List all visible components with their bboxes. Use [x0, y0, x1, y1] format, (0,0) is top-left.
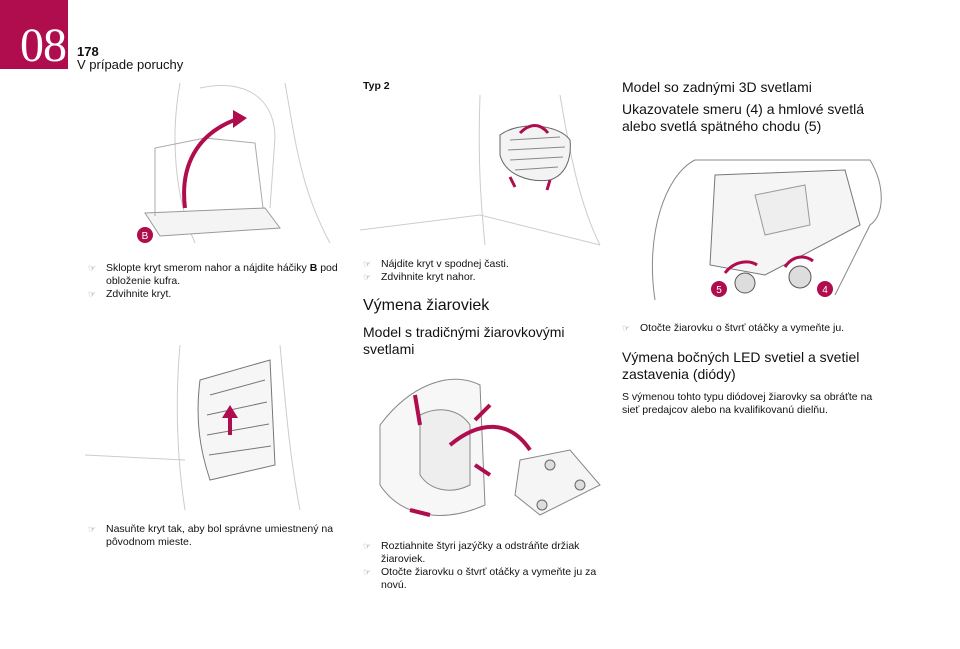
bulb-holder-illustration [379, 378, 601, 517]
page-title: V prípade poruchy [77, 57, 184, 72]
page-number: 178 [77, 44, 99, 59]
bullet: Nájdite kryt v spodnej časti. [363, 258, 613, 271]
section-heading: Výmena žiaroviek [363, 297, 490, 314]
lower-cover-illustration [360, 95, 601, 246]
section-heading: Model so zadnými 3D svetlami [622, 79, 812, 95]
instructions-2: Nasuňte kryt tak, aby bol správne umiest… [88, 523, 348, 549]
section-heading-led: Výmena bočných LED svetiel a svetiel zas… [622, 349, 860, 382]
trunk-cover-illustration: B [137, 82, 331, 244]
svg-text:B: B [142, 231, 149, 242]
svg-text:4: 4 [822, 285, 828, 296]
bullet: Roztiahnite štyri jazýčky a odstráňte dr… [363, 540, 613, 566]
bullet: Otočte žiarovku o štvrť otáčky a vymeňte… [363, 566, 613, 592]
bullet: Nasuňte kryt tak, aby bol správne umiest… [88, 523, 348, 549]
instructions-1: Sklopte kryt smerom nahor a nájdite háči… [88, 262, 348, 301]
chapter-tab: 08 [0, 0, 68, 70]
bullet: Zdvihnite kryt. [88, 288, 348, 301]
instructions-5: Otočte žiarovku o štvrť otáčky a vymeňte… [622, 322, 892, 335]
3d-lamp-illustration: 5 4 [651, 159, 882, 301]
bullet: Sklopte kryt smerom nahor a nájdite háči… [88, 262, 348, 288]
led-paragraph: S výmenou tohto typu diódovej žiarovky s… [622, 391, 873, 416]
bullet: Zdvihnite kryt nahor. [363, 271, 613, 284]
section-subheading: Model s tradičnými žiarovkovými svetlami [363, 324, 565, 357]
type-label: Typ 2 [363, 80, 390, 92]
instructions-4: Roztiahnite štyri jazýčky a odstráňte dr… [363, 540, 613, 592]
instructions-3: Nájdite kryt v spodnej časti. Zdvihnite … [363, 258, 613, 284]
section-subheading: Ukazovatele smeru (4) a hmlové svetlá al… [622, 101, 864, 134]
svg-text:5: 5 [716, 285, 722, 296]
bullet: Otočte žiarovku o štvrť otáčky a vymeňte… [622, 322, 892, 335]
cover-slide-illustration [85, 344, 301, 511]
